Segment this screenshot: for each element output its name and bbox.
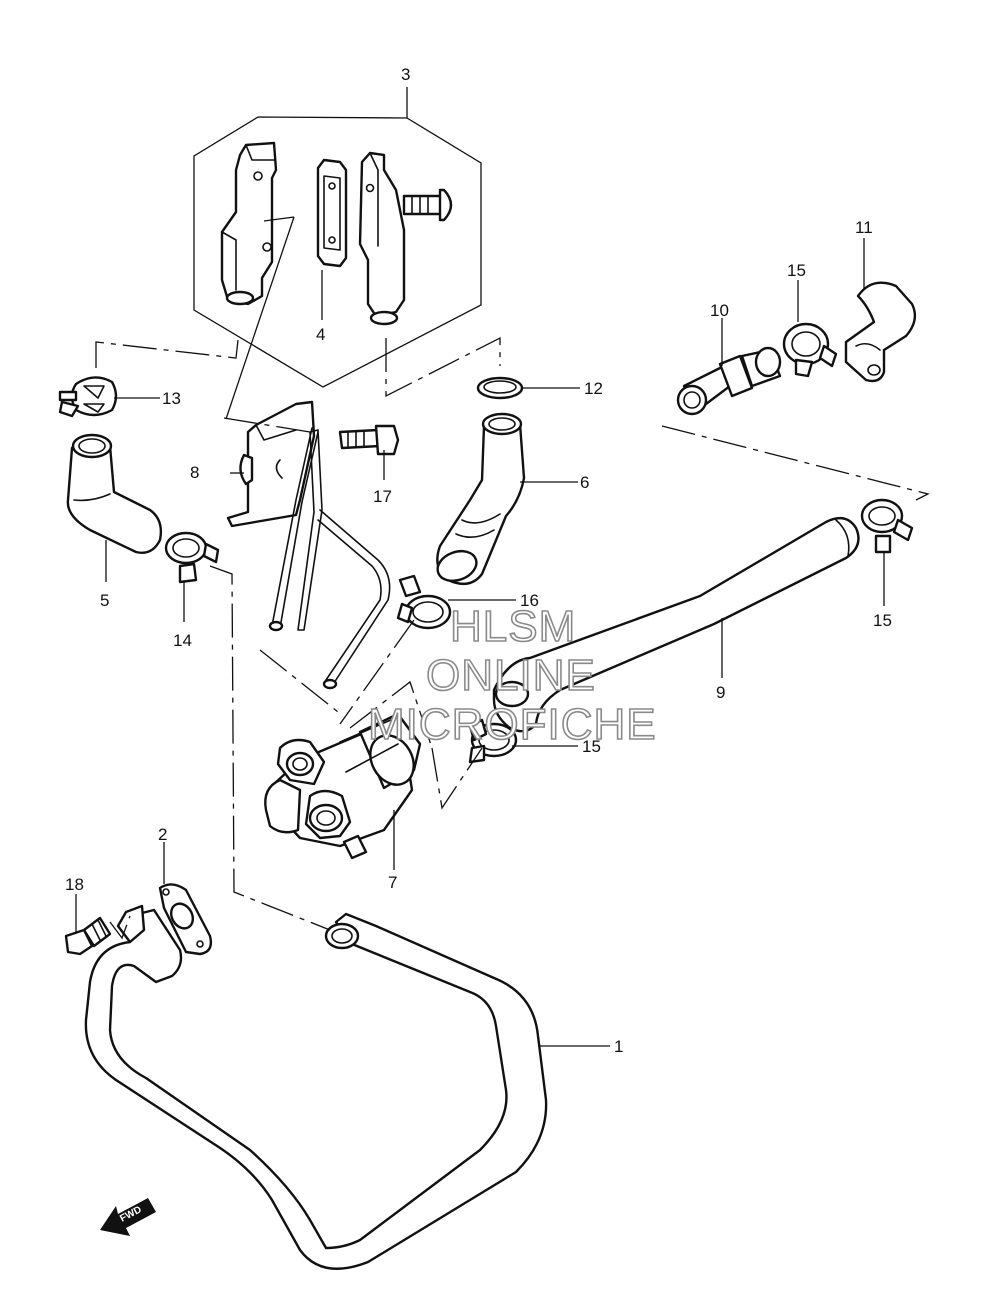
callout-1: 1 <box>614 1037 623 1056</box>
watermark-line-1: HLSM <box>450 602 576 651</box>
clamp-part-15-top <box>782 322 838 378</box>
callout-16: 16 <box>520 591 539 610</box>
callout-8: 8 <box>190 463 199 482</box>
hose-part-5 <box>66 433 163 554</box>
holder-part-11 <box>844 281 917 383</box>
callout-15-top: 15 <box>787 261 806 280</box>
clamp-part-15-right <box>860 498 914 554</box>
vacuum-pipe <box>268 427 391 690</box>
clamp-part-16 <box>396 574 452 630</box>
callout-3: 3 <box>401 65 410 84</box>
fwd-direction-arrow: FWD <box>100 1198 156 1236</box>
bracket-part-8 <box>226 400 316 528</box>
callout-15-right: 15 <box>873 611 892 630</box>
callout-14: 14 <box>173 631 192 650</box>
bolt-part-18 <box>64 916 112 956</box>
o-ring-part-12 <box>476 376 524 400</box>
callout-6: 6 <box>580 473 589 492</box>
callout-13: 13 <box>162 389 181 408</box>
gasket-part-2 <box>158 883 213 956</box>
callout-5: 5 <box>100 591 109 610</box>
reed-plate-part-4 <box>316 158 348 268</box>
bolt-part-17 <box>338 424 400 456</box>
reed-valve-housing-left <box>220 141 278 306</box>
reed-valve-kit-outline <box>193 116 482 388</box>
watermark: HLSM ONLINE MICROFICHE <box>367 601 657 750</box>
air-valve-part-7 <box>264 712 422 860</box>
callout-11: 11 <box>855 218 873 237</box>
callout-18: 18 <box>65 875 84 894</box>
clamp-part-14 <box>164 531 220 584</box>
watermark-line-3: MICROFICHE <box>368 700 657 749</box>
callout-2: 2 <box>158 825 167 844</box>
callout-17: 17 <box>373 487 392 506</box>
fitting-part-10 <box>676 346 782 416</box>
clamp-part-15-middle <box>468 718 518 764</box>
callout-9: 9 <box>716 683 725 702</box>
reed-valve-bolt <box>402 188 453 222</box>
callout-10: 10 <box>710 301 729 320</box>
clamp-part-13 <box>58 376 118 418</box>
callout-12: 12 <box>584 379 603 398</box>
callout-7: 7 <box>388 873 397 892</box>
reed-valve-housing-right <box>358 151 406 326</box>
pipe-part-1 <box>84 904 548 1270</box>
callout-4: 4 <box>316 325 325 344</box>
callout-15-middle: 15 <box>582 737 601 756</box>
watermark-line-2: ONLINE <box>426 651 596 700</box>
hose-part-6 <box>436 412 526 586</box>
